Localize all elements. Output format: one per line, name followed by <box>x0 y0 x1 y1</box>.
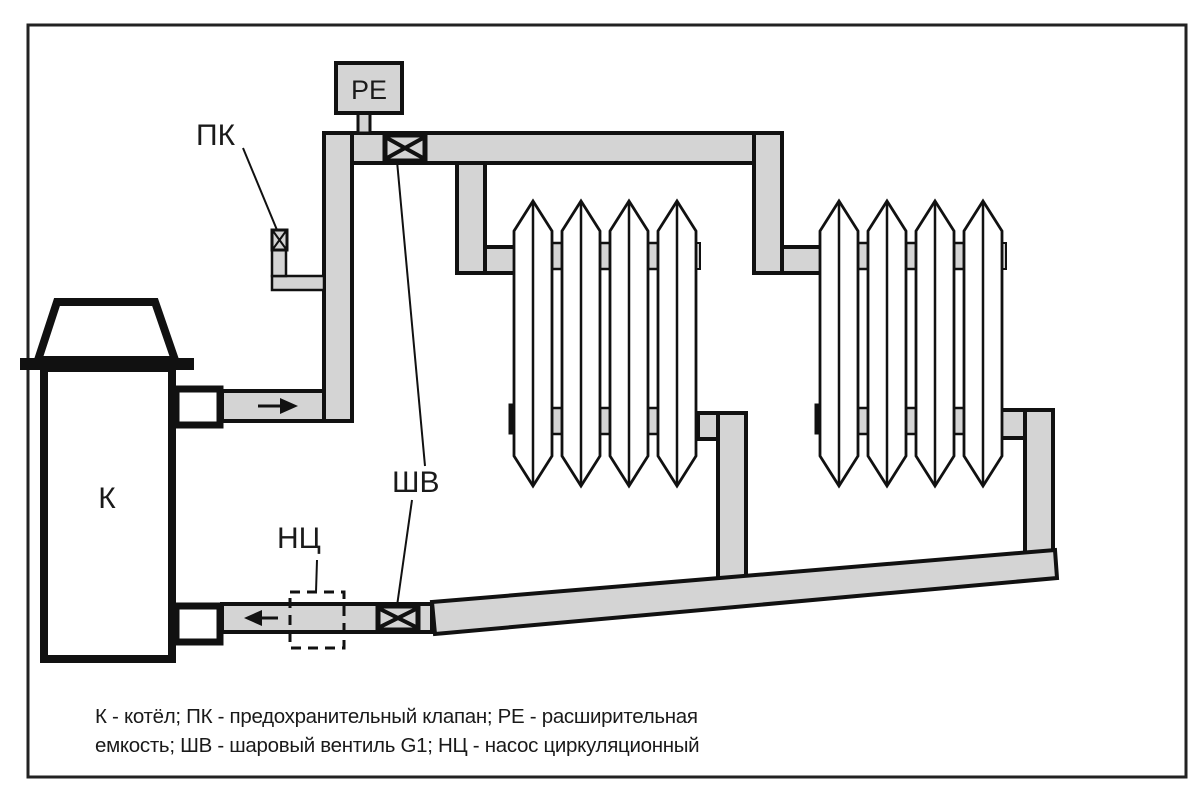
radiator-nipple-bottom <box>550 406 564 436</box>
safety-valve-leader <box>242 147 278 231</box>
expansion-tank-neck <box>356 111 372 135</box>
radiator-2 <box>814 198 1007 489</box>
boiler-supply-nozzle <box>172 385 224 429</box>
radiator-2-return-drop <box>1023 408 1055 560</box>
radiator-nipple-top <box>904 241 918 271</box>
ball-valve-top-leader <box>396 160 426 467</box>
diagram-frame <box>26 23 1188 779</box>
radiator-nipple-top <box>646 241 660 271</box>
radiator-nipple-top <box>952 241 966 271</box>
expansion-tank-label: РЕ <box>351 75 387 105</box>
radiator-nipple-bottom <box>598 406 612 436</box>
ball-valve-bottom-leader <box>396 499 413 607</box>
safety-valve-pipe <box>270 274 326 292</box>
radiator-1-supply-stub <box>483 245 517 275</box>
radiator-nipple-bottom <box>904 406 918 436</box>
ball-valve-labels: ШВ <box>392 160 440 607</box>
legend-line-1: К - котёл; ПК - предохранительный клапан… <box>95 705 698 728</box>
boiler-top-cap <box>32 298 181 364</box>
pump-leader <box>315 559 318 593</box>
safety-valve-icon <box>270 228 289 252</box>
legend-line-2: емкость; ШВ - шаровый вентиль G1; НЦ - н… <box>95 734 700 757</box>
supply-arrow-icon <box>258 398 298 414</box>
return-arrow-icon <box>244 610 278 626</box>
radiator-1 <box>508 198 701 489</box>
ball-valve-label: ШВ <box>392 466 440 499</box>
supply-riser <box>322 131 354 423</box>
ball-valve-bottom-icon <box>375 603 421 633</box>
ball-valve-top-icon <box>382 132 428 164</box>
radiator-1-piping <box>455 161 748 580</box>
expansion-tank-body <box>334 61 404 115</box>
riser-joint <box>326 135 350 161</box>
legend: К - котёл; ПК - предохранительный клапан… <box>95 702 700 760</box>
boiler-body <box>40 364 176 663</box>
radiator-nipple-top <box>598 241 612 271</box>
safety-valve-label: ПК <box>196 119 236 152</box>
safety-valve-stub <box>270 248 288 278</box>
radiator-nipple-bottom <box>646 406 660 436</box>
radiator-nipple-bottom <box>952 406 966 436</box>
boiler-return-nozzle <box>172 602 224 646</box>
expansion-tank: РЕ <box>334 61 404 135</box>
radiator-nipple-bottom <box>856 406 870 436</box>
return-line: НЦ <box>220 522 1060 650</box>
top-corner-joint <box>756 135 780 161</box>
boiler: К <box>20 298 224 663</box>
pump-label: НЦ <box>277 522 321 555</box>
radiator-1-return-drop <box>716 411 748 580</box>
radiator-1-supply-drop <box>455 161 487 275</box>
boiler-label: К <box>98 482 116 515</box>
safety-valve-branch: ПК <box>196 119 326 292</box>
radiator-nipple-top <box>856 241 870 271</box>
radiator-2-supply-stub <box>780 245 824 275</box>
radiator-nipple-top <box>550 241 564 271</box>
